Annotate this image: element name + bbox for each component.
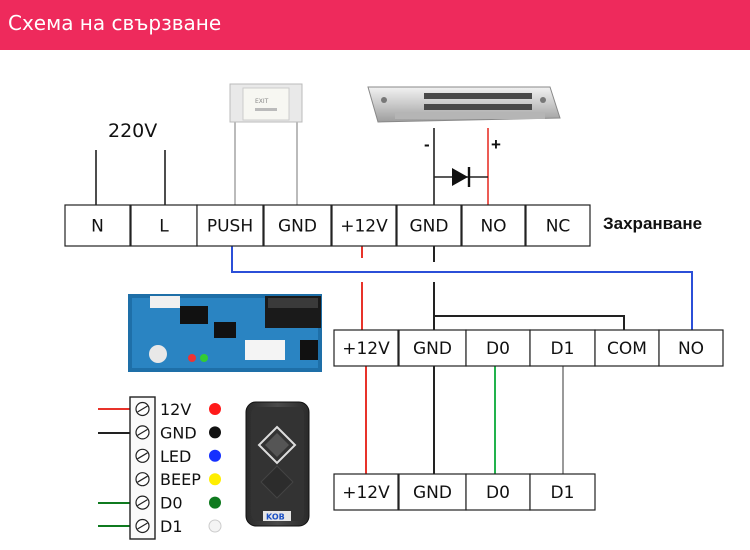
middle_strip-label: GND	[413, 339, 452, 359]
card-reader-icon: KOB	[245, 401, 310, 527]
wire-color-dot	[208, 519, 222, 533]
pinout-label: D0	[160, 494, 183, 513]
exit-button-label: EXIT	[255, 98, 269, 105]
wire-push-no	[231, 246, 693, 330]
magnetic-lock-icon	[367, 86, 561, 123]
wire-color-dot	[209, 403, 221, 415]
top_strip-label: L	[159, 217, 169, 237]
bottom_strip-label: +12V	[342, 483, 390, 503]
supply-label: Захранване	[603, 214, 702, 233]
bottom_strip-label: GND	[413, 483, 452, 503]
middle_strip-cell	[658, 329, 724, 367]
top_strip-label: N	[91, 217, 104, 237]
top_strip-label: NO	[480, 217, 506, 237]
top_strip-label: NC	[546, 217, 571, 237]
top_strip-cell	[461, 204, 526, 247]
top_strip-label: GND	[278, 217, 317, 237]
middle_strip-label: COM	[607, 339, 647, 359]
middle_strip-label: +12V	[342, 339, 390, 359]
wire-color-dot	[209, 426, 221, 439]
middle_strip-cell	[333, 329, 399, 367]
wire-color-dot	[209, 496, 221, 509]
page-title: Схема на свързване	[8, 11, 222, 35]
reader-brand: KOB	[266, 513, 285, 522]
middle_strip-label: D0	[486, 339, 510, 359]
pinout-label: GND	[160, 423, 197, 442]
middle_strip-label: D1	[551, 339, 575, 359]
middle_strip-cell	[529, 329, 596, 367]
bottom_strip-cell	[333, 473, 399, 511]
middle_strip-cell	[465, 329, 531, 367]
exit-button-icon: EXIT	[229, 83, 303, 123]
pinout-label: BEEP	[160, 470, 201, 489]
header-bar: Схема на свързване	[0, 0, 750, 50]
top_strip-cell	[396, 204, 462, 247]
top_strip-cell	[64, 204, 131, 247]
top_strip-label: PUSH	[207, 217, 253, 237]
middle_strip-cell	[594, 329, 660, 367]
top_strip-cell	[263, 204, 332, 247]
top_strip-cell	[331, 204, 397, 247]
bottom_strip-label: D0	[486, 483, 510, 503]
wire-gnd-com	[434, 315, 625, 330]
lock-minus-sign: -	[424, 135, 430, 154]
wire-color-dot	[209, 449, 221, 462]
controller-board-icon	[128, 294, 322, 372]
wire-color-dot	[209, 473, 221, 486]
voltage-label: 220V	[108, 120, 157, 142]
top-terminal-strip: N L PUSH GND +12V GND NO NC	[64, 204, 591, 247]
middle-terminal-strip: +12V GND D0 D1 COM NO	[333, 329, 724, 367]
top_strip-cell	[130, 204, 198, 247]
middle_strip-cell	[398, 329, 467, 367]
top_strip-cell	[525, 204, 591, 247]
top_strip-label: +12V	[340, 217, 388, 237]
lock-plus-sign: +	[491, 135, 501, 154]
diode-icon	[452, 167, 471, 187]
bottom_strip-cell	[465, 473, 531, 511]
bottom-terminal-strip: +12V GND D0 D1	[333, 473, 596, 511]
middle_strip-label: NO	[678, 339, 704, 359]
top_strip-label: GND	[410, 217, 449, 237]
bottom_strip-cell	[529, 473, 596, 511]
pinout-label: LED	[160, 447, 191, 466]
pinout-label: D1	[160, 517, 183, 536]
bottom_strip-label: D1	[551, 483, 575, 503]
top_strip-cell	[196, 204, 264, 247]
pinout-label: 12V	[160, 400, 191, 419]
